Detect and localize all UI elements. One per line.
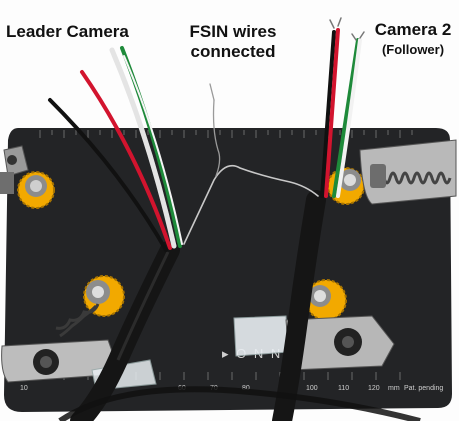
wire-green-follower: [332, 38, 360, 198]
patent-note: Pat. pending: [404, 385, 443, 392]
fsin-label: FSIN wires connected: [178, 22, 288, 61]
ruler-unit-mm: mm: [388, 385, 400, 392]
ruler-number-120: 120: [368, 385, 380, 392]
left-bottom-clamp: [1, 275, 157, 391]
left-top-clamp: [0, 145, 55, 209]
leader-wires: [48, 46, 183, 252]
wire-white-leader: [109, 47, 177, 249]
wire-red-follower: [324, 28, 340, 198]
camera2-subtitle: (Follower): [381, 41, 445, 57]
wire-black-follower: [320, 30, 336, 198]
leader-camera-label: Leader Camera: [6, 22, 129, 41]
ruler-number-10: 10: [20, 385, 28, 392]
right-bottom-clamp: [233, 279, 395, 371]
spring-coil: [376, 171, 452, 185]
ruler-number-80: 80: [242, 385, 250, 392]
wire-red-leader: [80, 70, 172, 250]
spring-coil-left: [55, 303, 100, 338]
camera2-title: Camera 2: [374, 20, 452, 39]
wire-black-leader: [48, 98, 168, 252]
bottom-cable-loop: [58, 386, 421, 421]
camera2-label: Camera 2 (Follower): [370, 20, 456, 57]
follower-wires: [320, 17, 365, 198]
fsin-label-line1: FSIN wires: [189, 22, 277, 41]
ruler-number-110: 110: [338, 385, 349, 392]
ruler-number-100: 100: [306, 385, 318, 392]
fsin-label-line2: connected: [190, 41, 276, 61]
wire-white-follower: [336, 38, 362, 198]
fsin-wire: [183, 83, 319, 245]
